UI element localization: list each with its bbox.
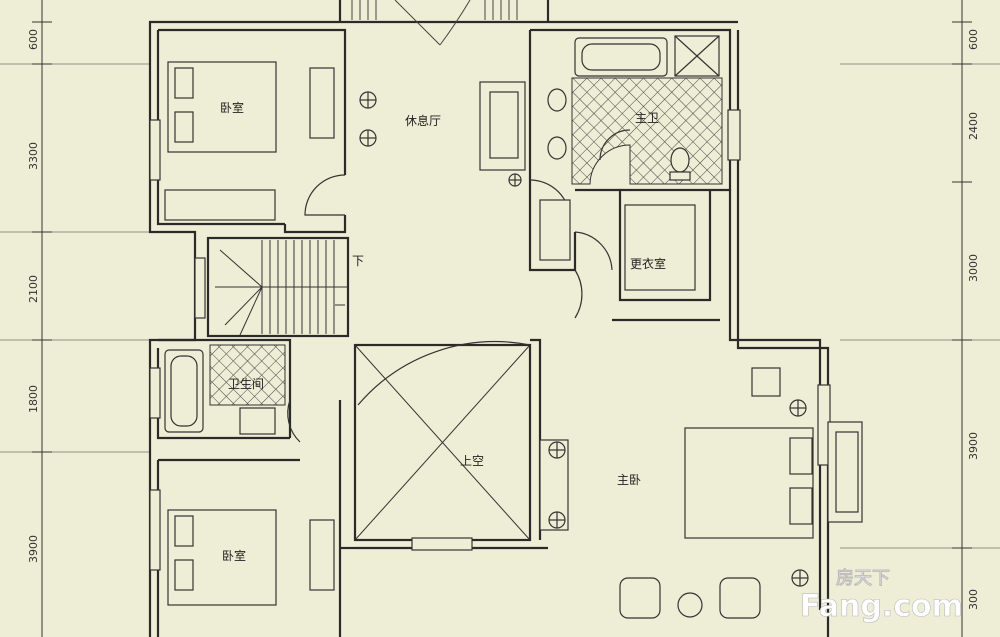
dim-right-3: 3000 [967, 254, 980, 282]
fixtures [164, 35, 720, 435]
void-cross [354, 344, 531, 541]
dim-left-4: 1800 [27, 385, 40, 413]
room-label-bedroom-top: 卧室 [220, 100, 244, 115]
bathroom-tile [209, 344, 286, 406]
dim-left-2: 3300 [27, 142, 40, 170]
dim-right-4: 3900 [967, 432, 980, 460]
windows [149, 109, 831, 571]
watermark-cn: 房天下 [836, 567, 890, 589]
staircase [215, 240, 348, 336]
room-label-lounge: 休息厅 [405, 113, 441, 128]
right-dimension-line [840, 0, 1000, 637]
dim-right-2: 2400 [967, 112, 980, 140]
outlet-symbols [359, 91, 809, 587]
dim-left-1: 600 [27, 29, 40, 50]
balcony-rails [351, 0, 518, 46]
room-label-bedroom-bottom: 卧室 [222, 548, 246, 563]
room-label-bathroom: 卫生间 [228, 377, 264, 391]
dim-right-1: 600 [967, 29, 980, 50]
room-label-master-bath: 主卫 [635, 111, 659, 125]
room-label-master-bedroom: 主卧 [617, 473, 641, 487]
dim-right-5: 300 [967, 589, 980, 610]
room-label-dressing: 更衣室 [630, 256, 666, 271]
fang-logo: 房天下 Fang.com [800, 567, 963, 625]
left-dimension-line [0, 0, 150, 637]
watermark-brand: Fang.com [800, 589, 963, 624]
dim-left-3: 2100 [27, 275, 40, 303]
stair-direction-label: 下 [352, 254, 364, 268]
dim-left-5: 3900 [27, 535, 40, 563]
room-label-void: 上空 [460, 454, 484, 468]
